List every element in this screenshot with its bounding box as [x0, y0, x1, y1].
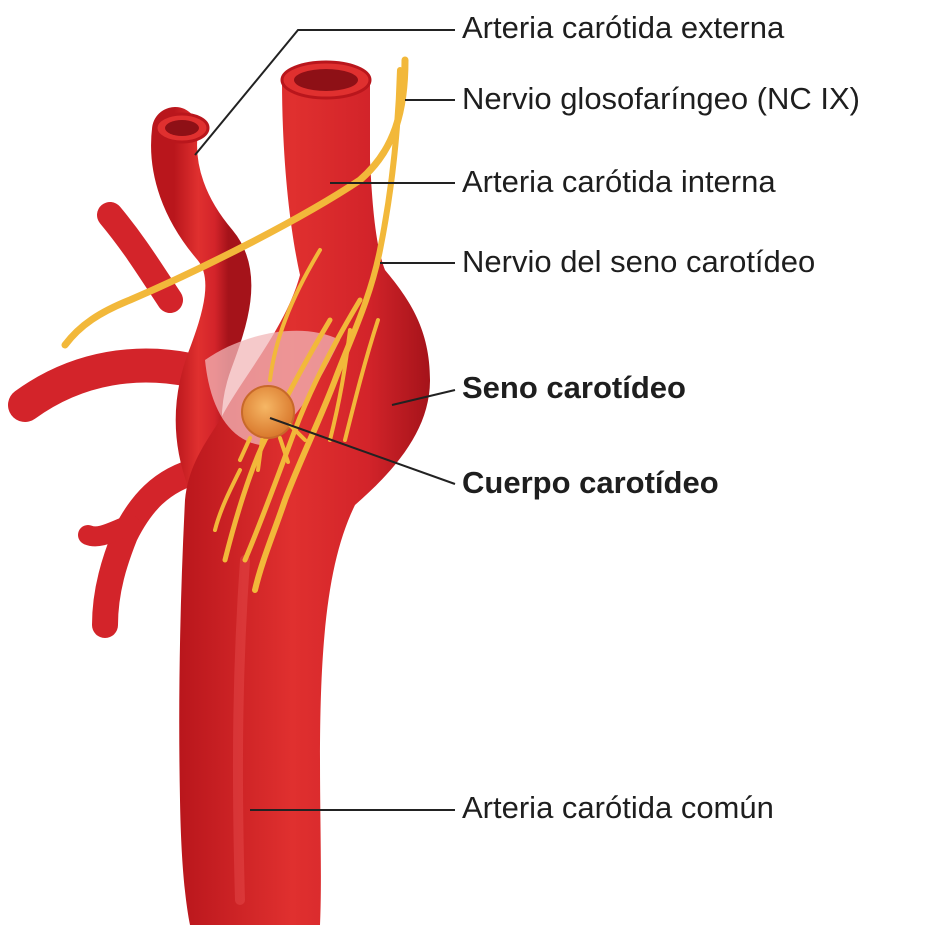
label-sinus-nerve: Nervio del seno carotídeo [462, 244, 815, 280]
label-common-carotid: Arteria carótida común [462, 790, 774, 826]
label-glossopharyngeal-nerve: Nervio glosofaríngeo (NC IX) [462, 81, 860, 117]
label-external-carotid: Arteria carótida externa [462, 10, 784, 46]
label-carotid-body: Cuerpo carotídeo [462, 465, 719, 501]
label-carotid-sinus: Seno carotídeo [462, 370, 686, 406]
label-internal-carotid: Arteria carótida interna [462, 164, 776, 200]
external-carotid-branches [25, 215, 200, 625]
